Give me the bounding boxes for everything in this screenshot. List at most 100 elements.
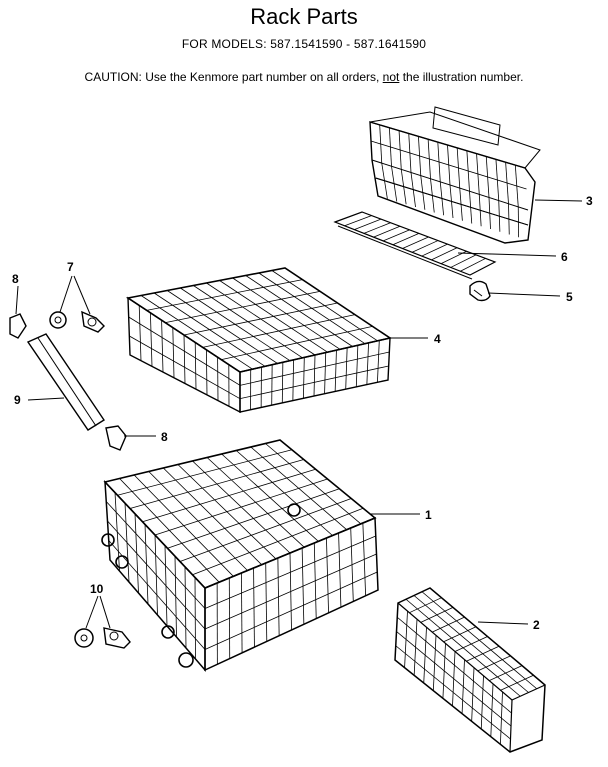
wire	[204, 571, 378, 650]
leader-line-8a	[15, 285, 19, 315]
wire	[500, 674, 534, 691]
wire	[105, 501, 206, 609]
wire	[204, 535, 376, 609]
wire	[138, 305, 142, 361]
wire	[374, 177, 529, 226]
wire	[432, 616, 465, 633]
wire	[239, 365, 389, 400]
wire	[395, 645, 511, 740]
wire	[165, 290, 321, 324]
wire	[345, 347, 348, 390]
wire	[431, 247, 458, 261]
caution-suffix: the illustration number.	[399, 70, 524, 84]
leader-line-5	[487, 292, 561, 297]
upper-rack-icon	[125, 267, 392, 414]
wire	[366, 342, 369, 385]
caution-note: CAUTION: Use the Kenmore part number on …	[0, 70, 608, 84]
wire	[324, 352, 327, 394]
end-cap-icon	[9, 313, 127, 451]
wire	[303, 357, 305, 399]
wire	[477, 655, 511, 672]
page-title: Rack Parts	[250, 4, 358, 29]
callout-3: 3	[586, 194, 593, 208]
wire	[354, 218, 382, 230]
wire	[167, 488, 340, 549]
leader-line-3	[534, 199, 583, 202]
leader-line-2	[477, 621, 529, 625]
wire	[466, 645, 500, 662]
wire	[179, 498, 352, 562]
leader-lines	[15, 199, 583, 629]
wire	[108, 540, 206, 650]
wire	[373, 225, 401, 238]
callout-8-bottom: 8	[161, 430, 168, 444]
wire	[129, 459, 304, 509]
callout-7: 7	[67, 260, 74, 274]
wire	[443, 626, 477, 643]
wire	[420, 607, 454, 623]
wire	[154, 478, 328, 536]
leader-line-10a	[85, 595, 99, 629]
wire	[142, 468, 316, 523]
callout-2: 2	[533, 618, 540, 632]
caution-emphasis: not	[382, 70, 400, 84]
wire	[392, 233, 420, 246]
wire	[206, 349, 208, 395]
leader-line-6	[457, 252, 557, 257]
callout-5: 5	[566, 290, 573, 304]
wire	[377, 340, 380, 383]
wire	[421, 243, 448, 257]
lower-wheel-icon	[74, 627, 131, 649]
rack-track-icon	[26, 333, 105, 431]
callout-4: 4	[434, 332, 441, 346]
wire	[202, 314, 356, 348]
wire	[313, 354, 316, 397]
wire	[161, 320, 164, 373]
leader-line-7b	[73, 275, 91, 315]
wire	[450, 254, 477, 268]
leader-line-10b	[99, 595, 111, 629]
wire	[355, 345, 359, 387]
leader-line-9	[27, 397, 65, 401]
wire	[281, 362, 284, 403]
shelf-icon	[333, 211, 497, 280]
lower-rack-icon	[101, 439, 379, 673]
wire	[454, 636, 488, 652]
wire	[383, 229, 410, 242]
wire	[146, 279, 303, 311]
wire	[292, 359, 294, 401]
wire	[460, 258, 486, 272]
wire	[194, 342, 197, 390]
wire	[396, 631, 512, 727]
wire	[363, 222, 391, 234]
wire	[409, 597, 442, 614]
wire	[204, 553, 377, 630]
wire	[129, 335, 241, 400]
upper-silverware-basket-icon	[369, 106, 541, 244]
wire	[396, 616, 512, 714]
callout-1: 1	[425, 508, 432, 522]
callout-6: 6	[561, 250, 568, 264]
wire	[192, 507, 364, 576]
wire	[117, 449, 292, 496]
upper-wheel-icon	[49, 310, 105, 333]
caution-prefix: CAUTION: Use the Kenmore part number on …	[84, 70, 383, 84]
wire	[183, 302, 338, 336]
wire	[128, 316, 241, 386]
clip-icon	[469, 280, 491, 302]
wire	[183, 334, 186, 384]
wire	[239, 351, 390, 386]
callout-9: 9	[14, 393, 21, 407]
wire	[489, 665, 523, 681]
wire	[344, 215, 372, 227]
callout-10: 10	[90, 582, 104, 596]
wire	[334, 350, 337, 392]
wire	[370, 140, 527, 190]
wire	[402, 236, 429, 249]
wire	[150, 312, 153, 367]
callout-8-top: 8	[12, 272, 19, 286]
lower-silverware-basket-icon	[394, 587, 546, 753]
wire	[221, 325, 373, 361]
wire	[107, 520, 206, 630]
